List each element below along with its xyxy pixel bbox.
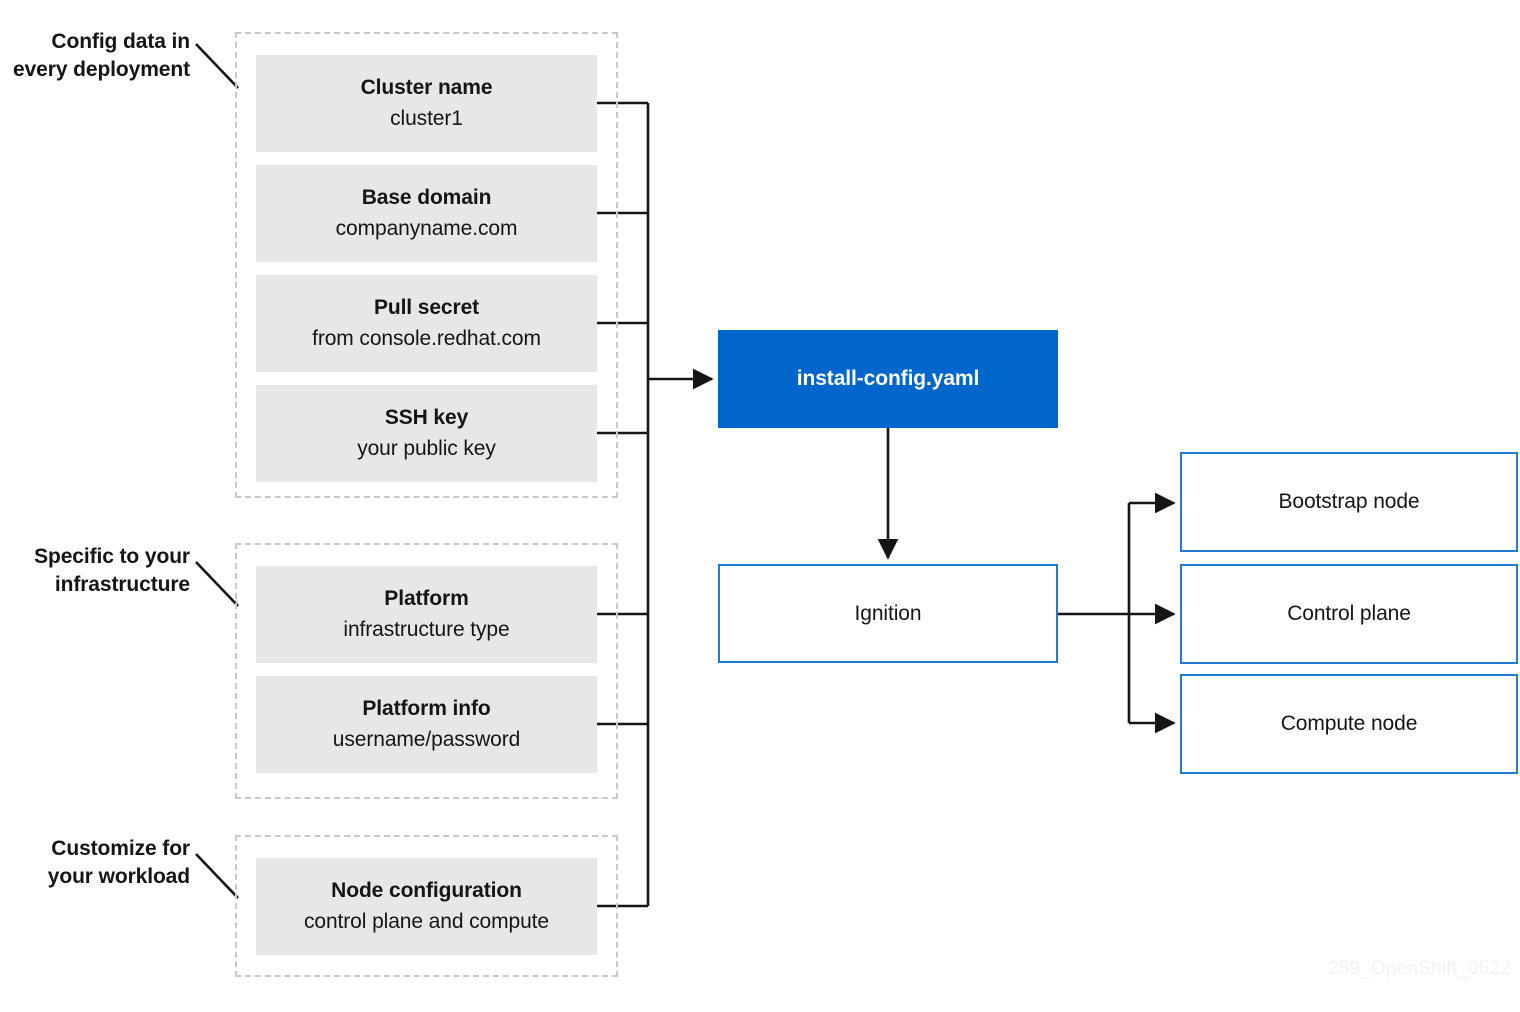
group-label-workload: Customize for your workload	[47, 837, 190, 888]
config-card-subtitle: from console.redhat.com	[312, 326, 541, 350]
config-card-title: SSH key	[384, 405, 469, 429]
config-card-title: Platform info	[362, 696, 491, 720]
config-card-title: Cluster name	[360, 75, 493, 99]
control-plane-box[interactable]: Control plane	[1180, 564, 1518, 664]
config-card-platform[interactable]: Platform infrastructure type	[256, 566, 597, 663]
config-card-subtitle: companyname.com	[335, 216, 518, 240]
install-config-yaml-box[interactable]: install-config.yaml	[718, 330, 1058, 428]
config-card-subtitle: username/password	[332, 727, 521, 751]
leader-line-workload	[195, 853, 239, 899]
config-card-title: Platform	[384, 586, 469, 610]
group-label-infrastructure: Specific to your infrastructure	[34, 545, 190, 596]
config-card-pull-secret[interactable]: Pull secret from console.redhat.com	[256, 275, 597, 372]
bootstrap-node-box[interactable]: Bootstrap node	[1180, 452, 1518, 552]
config-card-title: Pull secret	[373, 295, 480, 319]
config-card-title: Node configuration	[331, 878, 522, 902]
leader-line-every-deployment	[195, 43, 239, 89]
config-card-platform-info[interactable]: Platform info username/password	[256, 676, 597, 773]
config-card-subtitle: control plane and compute	[304, 909, 549, 933]
leader-line-infrastructure	[195, 561, 239, 607]
config-card-base-domain[interactable]: Base domain companyname.com	[256, 165, 597, 262]
compute-node-box[interactable]: Compute node	[1180, 674, 1518, 774]
config-card-cluster-name[interactable]: Cluster name cluster1	[256, 55, 597, 152]
watermark-label: 259_OpenShift_0522	[1328, 958, 1512, 979]
group-container-every-deployment	[235, 32, 618, 498]
group-container-workload	[235, 835, 618, 977]
config-card-subtitle: infrastructure type	[343, 617, 510, 641]
ignition-box[interactable]: Ignition	[718, 564, 1058, 663]
config-card-subtitle: cluster1	[390, 106, 463, 130]
config-card-title: Base domain	[361, 185, 492, 209]
config-card-ssh-key[interactable]: SSH key your public key	[256, 385, 597, 482]
config-card-subtitle: your public key	[357, 436, 496, 460]
config-card-node-configuration[interactable]: Node configuration control plane and com…	[256, 858, 597, 955]
group-container-infrastructure	[235, 543, 618, 799]
group-label-every-deployment: Config data in every deployment	[13, 30, 190, 81]
